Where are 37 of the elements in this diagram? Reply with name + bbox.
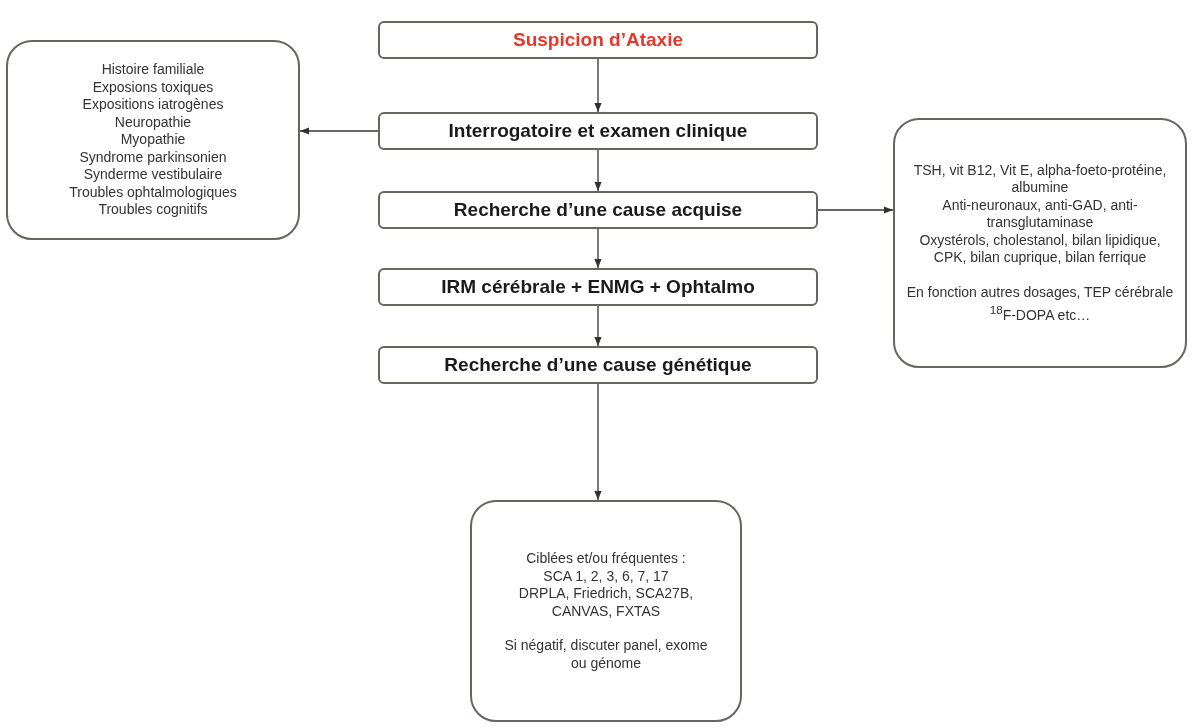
arrow <box>594 58 602 113</box>
item-text: SCA 1, 2, 3, 6, 7, 17 <box>543 567 669 585</box>
item-text: Troubles ophtalmologiques <box>69 183 237 202</box>
process-box <box>378 112 818 150</box>
item-text: Neuropathie <box>114 113 192 132</box>
item-text: Si négatif, discuter panel, exome ou génome <box>503 637 709 672</box>
item-text: Anti-neuronaux, anti-GAD, anti-transglutaminase <box>941 196 1139 232</box>
item-text: Myopathie <box>120 131 186 149</box>
info-box <box>893 118 1187 368</box>
step-label: Suspicion d’Ataxie <box>513 29 683 51</box>
process-box <box>378 191 818 229</box>
item-text: Troubles cognitifs <box>98 201 208 219</box>
item-text: Syndrome parkinsonien <box>79 148 227 167</box>
item-text: DRPLA, Friedrich, SCA27B, CANVAS, FXTAS <box>517 585 695 620</box>
item-text: Histoire familiale <box>101 61 205 79</box>
step-label: Interrogatoire et examen clinique <box>448 120 748 142</box>
process-box <box>378 346 818 384</box>
item-text: TSH, vit B12, Vit E, alpha-foeto-protéine, albumine <box>912 161 1168 197</box>
process-box <box>378 268 818 306</box>
start-box <box>378 21 818 59</box>
result-box <box>470 500 742 722</box>
item-text: Ciblées et/ou fréquentes : <box>526 550 686 568</box>
item-text: Exposions toxiques <box>92 78 214 97</box>
item-text: Expositions iatrogènes <box>82 96 224 114</box>
item-text: Synderme vestibulaire <box>83 166 223 184</box>
step-label: IRM cérébrale + ENMG + Ophtalmo <box>441 276 755 298</box>
step-label: Recherche d’une cause acquise <box>453 199 743 221</box>
info-box <box>6 40 300 240</box>
arrow <box>594 228 602 269</box>
item-text: Oxystérols, cholestanol, bilan lipidique, CPK, bilan cuprique, bilan ferrique <box>918 231 1162 267</box>
arrow <box>594 305 602 347</box>
arrow <box>594 149 602 192</box>
step-label: Recherche d’une cause génétique <box>444 354 752 376</box>
item-text: En fonction autres dosages, TEP cérébrale $^{18}$F-DOPA etc… <box>905 283 1175 325</box>
arrow <box>817 206 894 214</box>
arrow <box>594 383 602 501</box>
arrow <box>299 127 379 135</box>
